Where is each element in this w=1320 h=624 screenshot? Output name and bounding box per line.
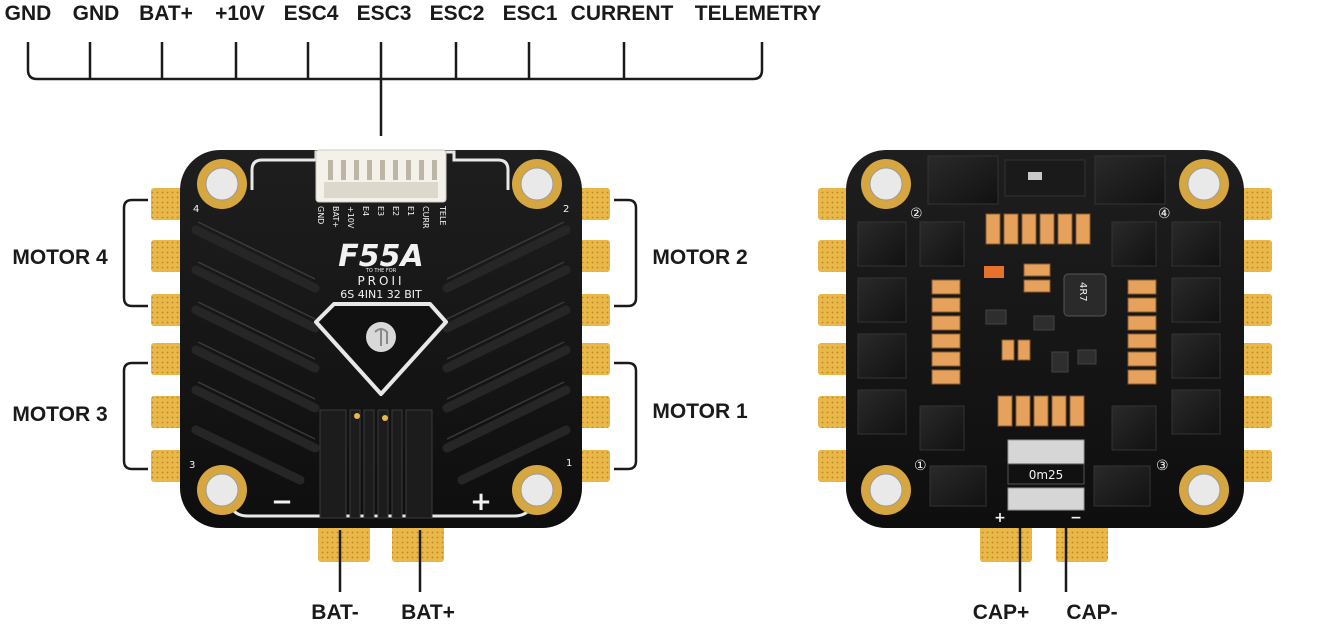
brand-logo: F55A xyxy=(338,239,423,274)
pin-label-esc1: ESC1 xyxy=(503,2,558,25)
motor-pads-right xyxy=(574,188,610,482)
esc-board-front: GND BAT+ +10V E4 E3 E2 E1 CURR TELE F55A… xyxy=(151,149,610,562)
spec-label: 6S 4IN1 32 BIT xyxy=(340,288,422,301)
back-corner-3: ③ xyxy=(1156,458,1169,474)
shunt-marking: 0m25 xyxy=(1029,468,1064,482)
bat-minus-label: BAT- xyxy=(311,601,358,624)
pin-label-esc4: ESC4 xyxy=(284,2,339,25)
corner-number-4: 4 xyxy=(193,204,199,215)
motor-pads-left xyxy=(151,188,187,482)
top-pin-labels: GND GND BAT+ +10V ESC4 ESC3 ESC2 ESC1 CU… xyxy=(5,2,822,25)
back-motor-pads-right xyxy=(1236,188,1272,482)
smd-capacitors xyxy=(931,213,1157,427)
svg-text:TELE: TELE xyxy=(438,205,447,225)
svg-text:CURR: CURR xyxy=(421,206,430,229)
back-minus-sign: − xyxy=(1070,510,1082,526)
back-motor-pads-left xyxy=(818,188,854,482)
silkscreen-pin-labels: GND BAT+ +10V E4 E3 E2 E1 CURR TELE xyxy=(316,205,447,229)
cap-plus-label: CAP+ xyxy=(973,601,1030,624)
back-corner-2: ② xyxy=(910,206,923,222)
pin-label-telemetry: TELEMETRY xyxy=(695,2,821,25)
brand-tagline: TO THE FOR xyxy=(365,268,397,274)
svg-text:+10V: +10V xyxy=(346,206,355,229)
svg-text:E1: E1 xyxy=(406,206,415,216)
mounting-holes-front xyxy=(197,159,562,515)
pin-label-bat-plus: BAT+ xyxy=(139,2,193,25)
top-pin-bracket xyxy=(26,42,764,136)
bat-minus-pad xyxy=(318,518,370,562)
svg-text:BAT+: BAT+ xyxy=(331,206,340,228)
back-plus-sign: + xyxy=(994,510,1006,526)
motor-1-label: MOTOR 1 xyxy=(652,400,748,423)
motor-3-label: MOTOR 3 xyxy=(12,403,107,426)
back-corner-1: ① xyxy=(914,458,927,474)
motor-4-label: MOTOR 4 xyxy=(12,246,108,269)
minus-sign: − xyxy=(271,487,293,517)
pin-label-esc3: ESC3 xyxy=(357,2,412,25)
svg-text:E4: E4 xyxy=(361,206,370,216)
svg-text:E3: E3 xyxy=(376,206,385,216)
mounting-holes-back xyxy=(861,159,1229,515)
inductor-marking: 4R7 xyxy=(1077,282,1088,302)
cap-minus-label: CAP- xyxy=(1066,601,1117,624)
motor-brackets xyxy=(122,198,638,471)
pin-label-10v: +10V xyxy=(215,2,265,25)
heatsink-fins xyxy=(191,225,571,485)
pin-label-gnd-2: GND xyxy=(73,2,120,25)
motor-2-label: MOTOR 2 xyxy=(652,246,747,269)
corner-number-2: 2 xyxy=(563,204,569,215)
pin-label-gnd-1: GND xyxy=(5,2,52,25)
corner-number-3: 3 xyxy=(189,460,195,471)
plus-sign: + xyxy=(470,487,492,517)
mosfets xyxy=(857,221,1221,507)
pin-label-esc2: ESC2 xyxy=(430,2,485,25)
svg-text:GND: GND xyxy=(316,206,325,224)
model-label: PROII xyxy=(357,274,404,288)
corner-number-1: 1 xyxy=(566,458,572,469)
bat-plus-label: BAT+ xyxy=(401,601,455,624)
back-corner-4: ④ xyxy=(1158,206,1171,222)
esc-board-back: 4R7 0m25 ② ④ ① ③ + − xyxy=(818,150,1272,562)
bat-plus-pad xyxy=(392,518,444,562)
svg-text:E2: E2 xyxy=(391,206,400,216)
pin-label-current: CURRENT xyxy=(571,2,674,25)
cap-minus-pad xyxy=(1056,518,1108,562)
